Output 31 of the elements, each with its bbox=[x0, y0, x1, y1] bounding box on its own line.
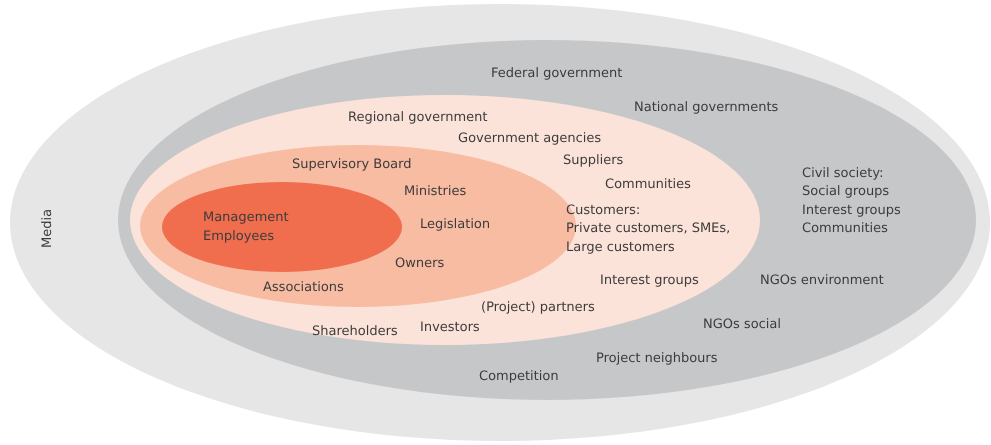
stakeholder-label: Project neighbours bbox=[596, 351, 718, 367]
stakeholder-label: Investors bbox=[420, 320, 480, 336]
stakeholder-label: Communities bbox=[802, 221, 888, 237]
stakeholder-label: Supervisory Board bbox=[292, 157, 412, 173]
outer-ellipse-region bbox=[10, 4, 990, 441]
stakeholder-label: Suppliers bbox=[563, 153, 624, 169]
stakeholder-label: Federal government bbox=[491, 66, 622, 82]
stakeholder-label: Civil society: bbox=[802, 166, 884, 182]
stakeholder-label: Government agencies bbox=[458, 131, 602, 147]
stakeholder-label: Legislation bbox=[420, 217, 490, 233]
stakeholder-label: Regional government bbox=[348, 110, 488, 126]
stakeholder-label: Associations bbox=[263, 280, 344, 296]
stakeholder-label: NGOs social bbox=[703, 317, 781, 333]
stakeholder-label: Interest groups bbox=[600, 273, 699, 289]
stakeholder-label: Management bbox=[203, 210, 289, 226]
stakeholder-label: Owners bbox=[395, 256, 444, 272]
stakeholder-label: (Project) partners bbox=[481, 300, 595, 316]
stakeholder-label: NGOs environment bbox=[760, 273, 884, 289]
stakeholder-label: National governments bbox=[634, 100, 778, 116]
stakeholder-label: Social groups bbox=[802, 184, 890, 200]
stakeholder-label: Customers: bbox=[566, 203, 640, 219]
stakeholder-label: Large customers bbox=[566, 240, 675, 256]
stakeholder-label: Competition bbox=[479, 369, 559, 385]
ellipse-region bbox=[118, 40, 976, 400]
stakeholder-label: Ministries bbox=[404, 184, 466, 200]
stakeholder-label: Media bbox=[40, 208, 56, 248]
stakeholder-label: Shareholders bbox=[312, 324, 398, 340]
stakeholder-label: Private customers, SMEs, bbox=[566, 221, 730, 237]
stakeholder-label: Employees bbox=[203, 229, 274, 245]
stakeholder-label: Communities bbox=[605, 177, 691, 193]
stakeholder-label: Interest groups bbox=[802, 203, 901, 219]
